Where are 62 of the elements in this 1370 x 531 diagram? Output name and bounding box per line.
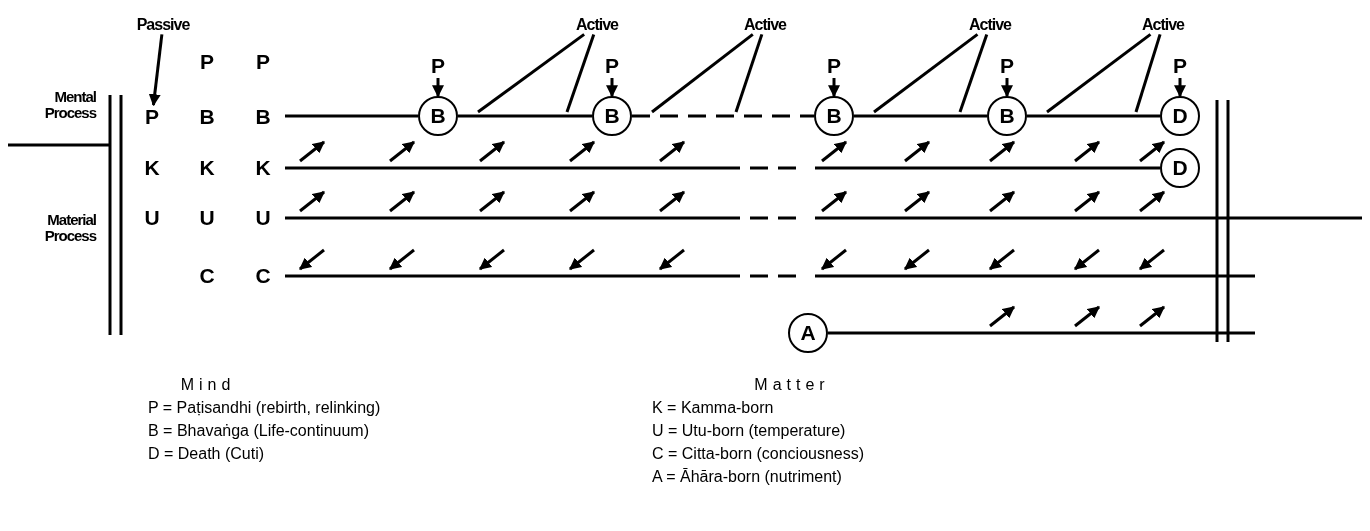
letter-label: P: [145, 106, 159, 128]
letter-label: K: [144, 157, 160, 179]
arrow: [432, 78, 444, 98]
legend-entry: C = Citta-born (conciousness): [652, 445, 865, 463]
letter-label: U: [255, 207, 271, 229]
arrow: [148, 34, 164, 107]
letter-label: P: [1173, 55, 1187, 77]
timeline: [285, 166, 1160, 170]
legend-heading: Mind: [180, 376, 236, 394]
timeline: [828, 331, 1255, 335]
leader-line: [958, 33, 989, 113]
state-label: Active: [744, 16, 786, 34]
timeline: [1027, 114, 1160, 118]
letter-label: K: [199, 157, 215, 179]
leader-line: [651, 33, 754, 114]
legend-entry: P = Paṭisandhi (rebirth, relinking): [148, 399, 381, 417]
arrow: [1001, 78, 1013, 98]
leader-line: [873, 33, 979, 114]
legend-entry: A = Āhāra-born (nutriment): [652, 468, 842, 486]
leader-line: [1046, 33, 1152, 114]
state-label: Active: [969, 16, 1011, 34]
legend-entry: U = Utu-born (temperature): [652, 422, 846, 440]
circle-node: D: [1160, 148, 1200, 188]
row-label: Mental Process: [43, 89, 96, 121]
letter-label: K: [255, 157, 271, 179]
state-label: Active: [1142, 16, 1184, 34]
circle-node: B: [592, 96, 632, 136]
arrow: [828, 78, 840, 98]
arrow: [606, 78, 618, 98]
legend-entry: D = Death (Cuti): [148, 445, 265, 463]
letter-label: P: [431, 55, 445, 77]
state-label: Passive: [136, 16, 190, 34]
circle-node: D: [1160, 96, 1200, 136]
letter-label: C: [255, 265, 271, 287]
legend-entry: B = Bhavaṅga (Life-continuum): [148, 422, 369, 440]
timeline: [285, 114, 418, 118]
arrow: [1174, 78, 1186, 98]
letter-label: U: [199, 207, 215, 229]
letter-label: B: [255, 106, 271, 128]
state-label: Active: [576, 16, 618, 34]
leader-line: [1134, 33, 1162, 113]
letter-label: P: [827, 55, 841, 77]
legend-heading: Matter: [754, 376, 830, 394]
circle-node: B: [814, 96, 854, 136]
leader-line: [734, 33, 764, 113]
timeline: [854, 114, 987, 118]
letter-label: B: [199, 106, 215, 128]
leader-line: [565, 33, 596, 113]
letter-label: P: [1000, 55, 1014, 77]
circle-node: B: [418, 96, 458, 136]
letter-label: C: [199, 265, 215, 287]
legend-entry: K = Kamma-born: [652, 399, 774, 417]
row-label: Material Process: [43, 212, 96, 244]
letter-label: P: [256, 51, 270, 73]
leader-line: [477, 33, 586, 114]
letter-label: P: [605, 55, 619, 77]
letter-label: U: [144, 207, 160, 229]
timeline: [632, 114, 814, 118]
letter-label: P: [200, 51, 214, 73]
timeline: [458, 114, 592, 118]
circle-node: B: [987, 96, 1027, 136]
circle-node: A: [788, 313, 828, 353]
